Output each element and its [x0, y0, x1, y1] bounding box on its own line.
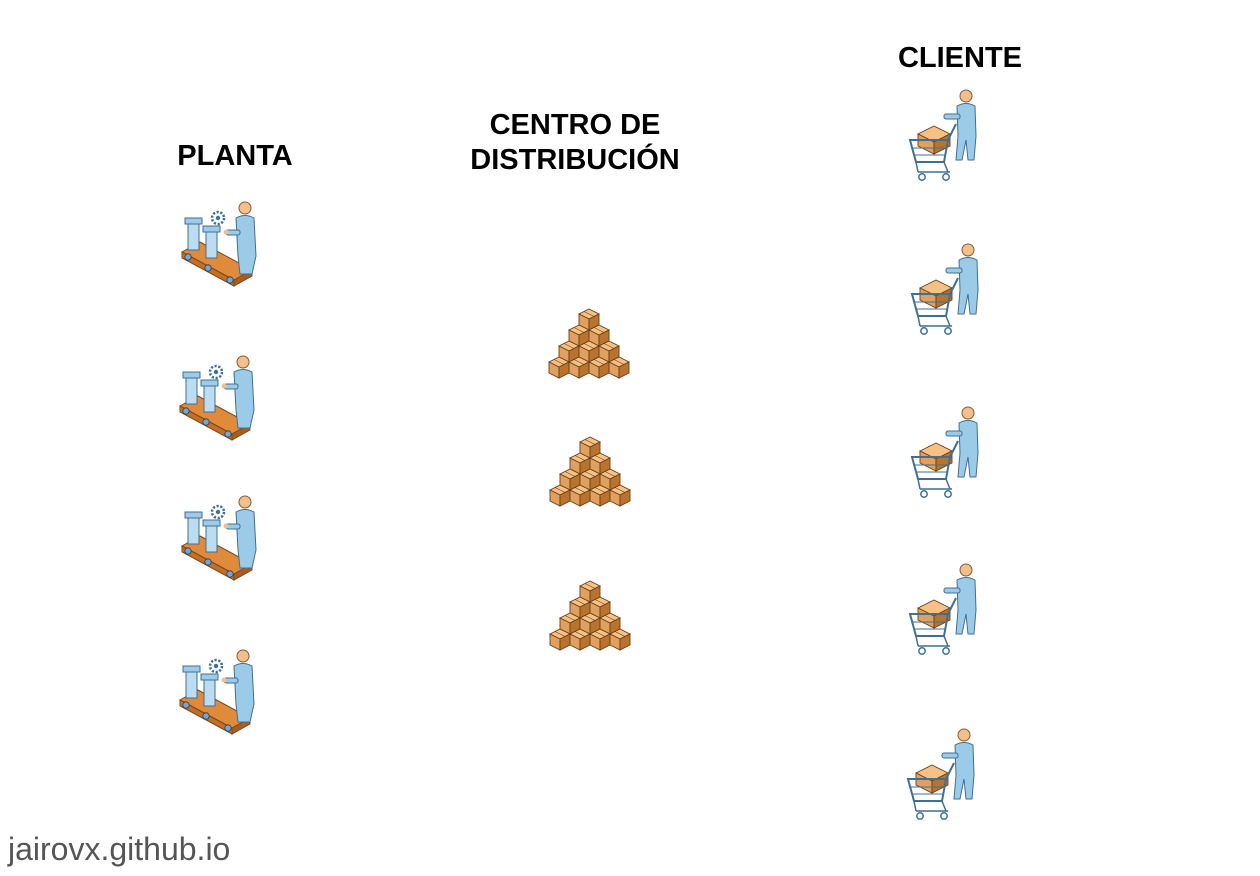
plant-column-heading: PLANTA	[177, 140, 293, 172]
customer-node	[906, 405, 996, 503]
distribution-center-node	[548, 432, 632, 508]
shopper-with-cart-icon	[902, 727, 992, 825]
shopper-with-cart-icon	[906, 405, 996, 503]
shopper-with-cart-icon	[904, 88, 994, 186]
factory-worker-conveyor-icon	[176, 354, 271, 446]
distribution-center-heading-line-2: DISTRIBUCIÓN	[470, 144, 680, 176]
plant-node	[178, 494, 273, 586]
stacked-boxes-icon	[548, 576, 632, 652]
customer-node	[906, 242, 996, 340]
factory-worker-conveyor-icon	[178, 200, 273, 292]
stacked-boxes-icon	[547, 304, 631, 380]
plant-node	[178, 200, 273, 292]
plant-node	[176, 648, 271, 740]
customer-column-heading: CLIENTE	[897, 42, 1023, 74]
plant-node	[176, 354, 271, 446]
distribution-center-node	[548, 576, 632, 652]
stacked-boxes-icon	[548, 432, 632, 508]
shopper-with-cart-icon	[906, 242, 996, 340]
watermark: jairovx.github.io	[8, 831, 231, 867]
customer-node	[904, 88, 994, 186]
customer-node	[902, 727, 992, 825]
distribution-center-column-heading: CENTRO DE DISTRIBUCIÓN	[445, 108, 705, 178]
shopper-with-cart-icon	[904, 562, 994, 660]
factory-worker-conveyor-icon	[178, 494, 273, 586]
distribution-center-heading-line-1: CENTRO DE	[489, 109, 661, 141]
customer-node	[904, 562, 994, 660]
distribution-center-node	[547, 304, 631, 380]
factory-worker-conveyor-icon	[176, 648, 271, 740]
